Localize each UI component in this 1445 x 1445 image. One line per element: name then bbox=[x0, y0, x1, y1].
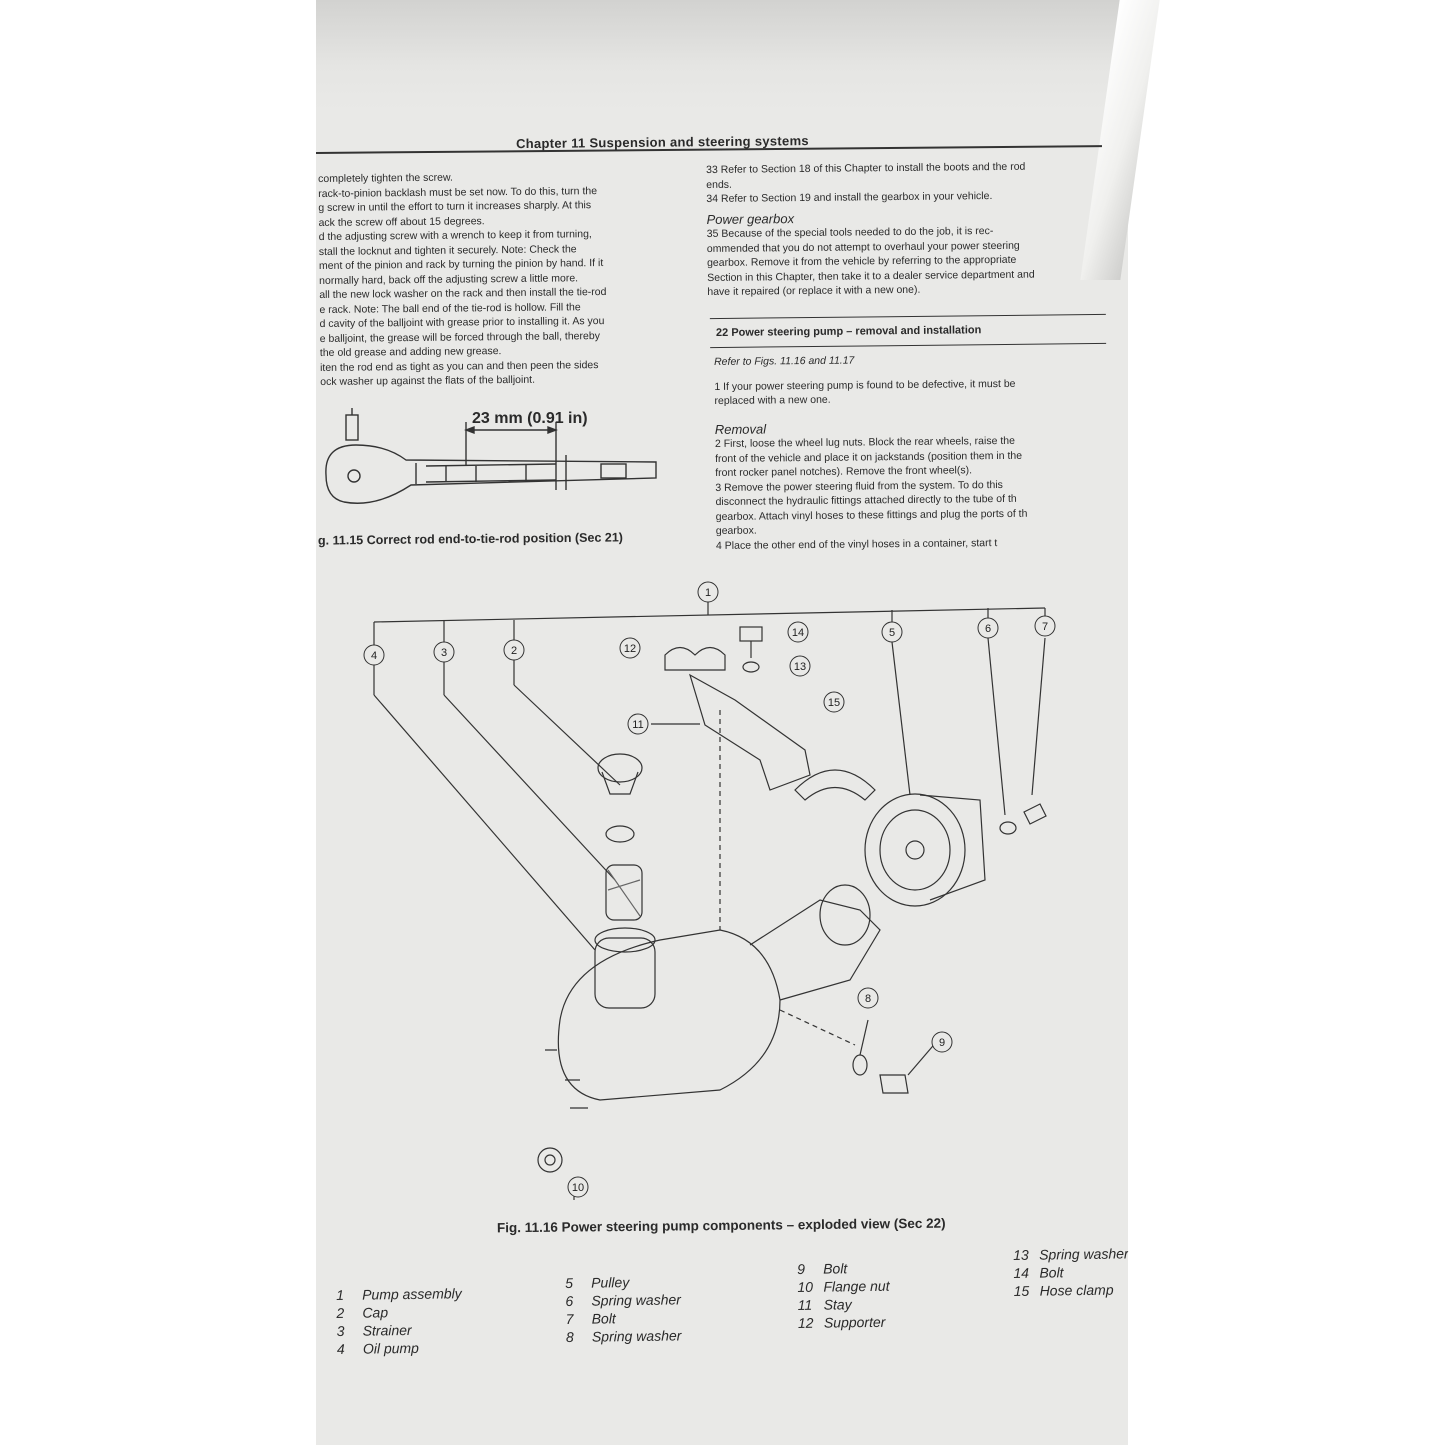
callout-4-label: 4 bbox=[371, 650, 377, 662]
text-line: iten the rod end as tight as you can and… bbox=[319, 358, 599, 374]
tie-rod-drawing bbox=[325, 408, 657, 504]
callout-15-label: 15 bbox=[828, 697, 840, 709]
pump-exploded-diagram: 1 2 3 4 5 6 7 8 9 10 11 12 13 14 15 bbox=[363, 581, 1056, 1200]
section-22-text: Refer to Figs. 11.16 and 11.17 1 If your… bbox=[714, 351, 1126, 553]
callout-14: 14 bbox=[787, 621, 809, 643]
callout-7-label: 7 bbox=[1042, 621, 1048, 633]
callout-6: 6 bbox=[977, 617, 999, 639]
callout-2: 2 bbox=[503, 639, 525, 661]
text-line: g screw in until the effort to turn it i… bbox=[318, 199, 592, 214]
refer-line: Refer to Figs. 11.16 and 11.17 bbox=[714, 354, 855, 368]
text-line: 34 Refer to Section 19 and install the g… bbox=[706, 190, 993, 205]
callout-13-label: 13 bbox=[794, 661, 806, 673]
text-line: replaced with a new one. bbox=[714, 393, 831, 407]
callout-11: 11 bbox=[627, 713, 649, 735]
callout-10-label: 10 bbox=[572, 1182, 584, 1194]
callout-13: 13 bbox=[789, 655, 811, 677]
callout-circles: 1 2 3 4 5 6 7 8 9 10 11 12 13 14 15 bbox=[363, 581, 1056, 1198]
callout-15: 15 bbox=[823, 691, 845, 713]
callout-14-label: 14 bbox=[792, 627, 804, 639]
dimension-label: 23 mm (0.91 in) bbox=[472, 410, 588, 427]
callout-6-label: 6 bbox=[985, 623, 991, 635]
callout-7: 7 bbox=[1034, 615, 1056, 637]
text-line: ock washer up against the flats of the b… bbox=[320, 373, 536, 388]
callout-1-label: 1 bbox=[705, 587, 711, 599]
callout-8-label: 8 bbox=[865, 993, 871, 1005]
callout-2-label: 2 bbox=[511, 645, 517, 657]
callout-12: 12 bbox=[619, 637, 641, 659]
section-22-title: 22 Power steering pump – removal and ins… bbox=[709, 313, 1107, 349]
callout-4: 4 bbox=[363, 644, 385, 666]
callout-10: 10 bbox=[567, 1176, 589, 1198]
manual-page bbox=[316, 0, 1128, 1445]
callout-3: 3 bbox=[433, 641, 455, 663]
callout-5: 5 bbox=[881, 621, 903, 643]
callout-3-label: 3 bbox=[441, 647, 447, 659]
callout-8: 8 bbox=[857, 987, 879, 1009]
left-column-text: completely tighten the screw. rack-to-pi… bbox=[318, 169, 607, 389]
callout-9: 9 bbox=[931, 1031, 953, 1053]
right-column-text: 33 Refer to Section 18 of this Chapter t… bbox=[706, 160, 1035, 300]
callout-1: 1 bbox=[697, 581, 719, 603]
text-line: e balljoint, the grease will be forced t… bbox=[319, 329, 600, 345]
callout-5-label: 5 bbox=[889, 627, 895, 639]
callout-9-label: 9 bbox=[939, 1037, 945, 1049]
callout-12-label: 12 bbox=[624, 643, 636, 655]
page-shadow bbox=[316, 0, 1128, 110]
callout-11-label: 11 bbox=[632, 719, 643, 731]
